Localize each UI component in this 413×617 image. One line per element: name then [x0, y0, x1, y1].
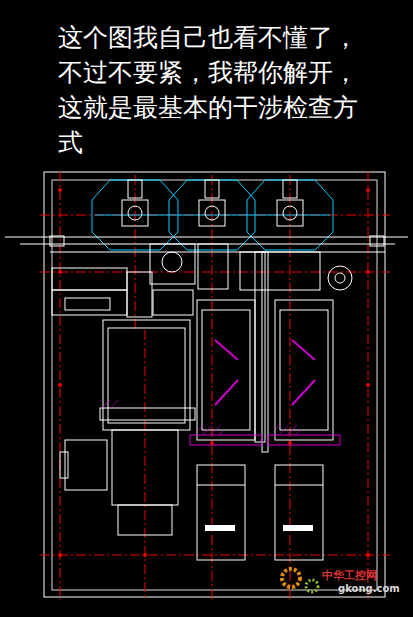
- watermark: gkong.com: [338, 583, 400, 594]
- title-note: 这个图我自己也看不懂了，不过不要紧，我帮你解开，这就是最基本的干涉检查方式: [58, 20, 366, 160]
- watermark: 中华工控网: [322, 568, 377, 583]
